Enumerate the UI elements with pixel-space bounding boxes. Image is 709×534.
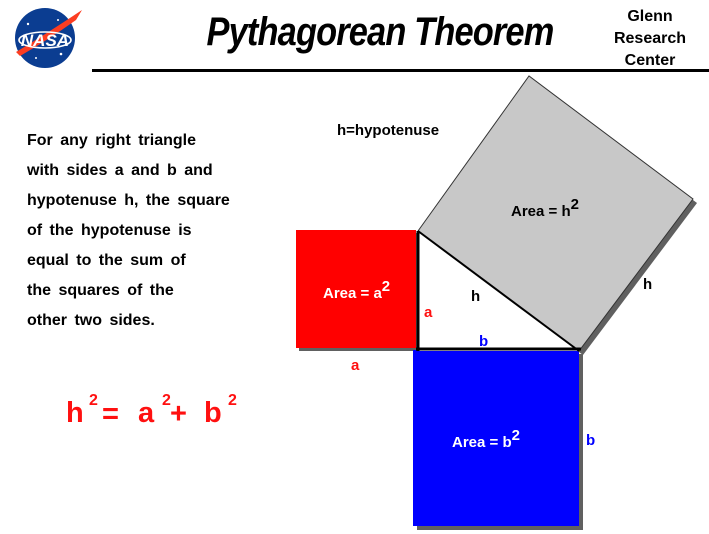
area-a-exponent: 2 [381,278,391,295]
side-b-label: b [479,333,489,350]
formula-equals: = [102,398,119,430]
description-line: with sides a and b and [27,162,213,179]
description-line: hypotenuse h, the square [27,192,230,209]
formula-h: h [66,397,84,429]
page-title: Pythagorean Theorem [206,10,555,54]
square-b [413,350,579,526]
area-b-text: Area = b [452,434,512,451]
formula-exponent: 2 [89,392,98,409]
description-line: of the hypotenuse is [27,222,192,239]
area-h-exponent: 2 [570,196,579,213]
description-line: other two sides. [27,312,155,329]
nasa-logo-text: NASA [21,31,69,50]
square-b-side-label: b [586,432,596,449]
org-line: Center [624,52,676,69]
area-h-label: Area = h2 [511,196,579,220]
pythagorean-formula: h 2 = a 2 + b 2 [66,392,266,442]
formula-exponent: 2 [162,392,171,409]
formula-plus: + [170,398,187,430]
nasa-logo: NASA [6,4,88,74]
org-line: Research [613,30,687,47]
area-h-text: Area = h [511,203,571,220]
formula-a: a [138,397,155,429]
theorem-description: For any right triangle with sides a and … [27,126,287,336]
formula-exponent: 2 [228,392,237,409]
square-h-side-label: h [643,276,653,293]
header-rule [92,69,709,72]
description-line: For any right triangle [27,132,197,149]
formula-b: b [204,397,222,429]
area-b-label: Area = b2 [452,427,520,451]
area-a-label: Area = a2 [323,278,390,302]
area-a-text: Area = a [323,285,382,302]
area-b-exponent: 2 [511,427,520,444]
square-a-side-label: a [351,357,360,374]
org-line: Glenn [627,8,673,25]
hypotenuse-note: h=hypotenuse [337,122,440,139]
description-line: the squares of the [27,282,174,299]
hypotenuse-line [417,230,580,352]
org-name: Glenn Research Center [608,6,692,72]
side-h-label: h [471,288,481,305]
description-line: equal to the sum of [27,252,186,269]
square-a [296,230,416,348]
side-a-label: a [424,304,433,321]
